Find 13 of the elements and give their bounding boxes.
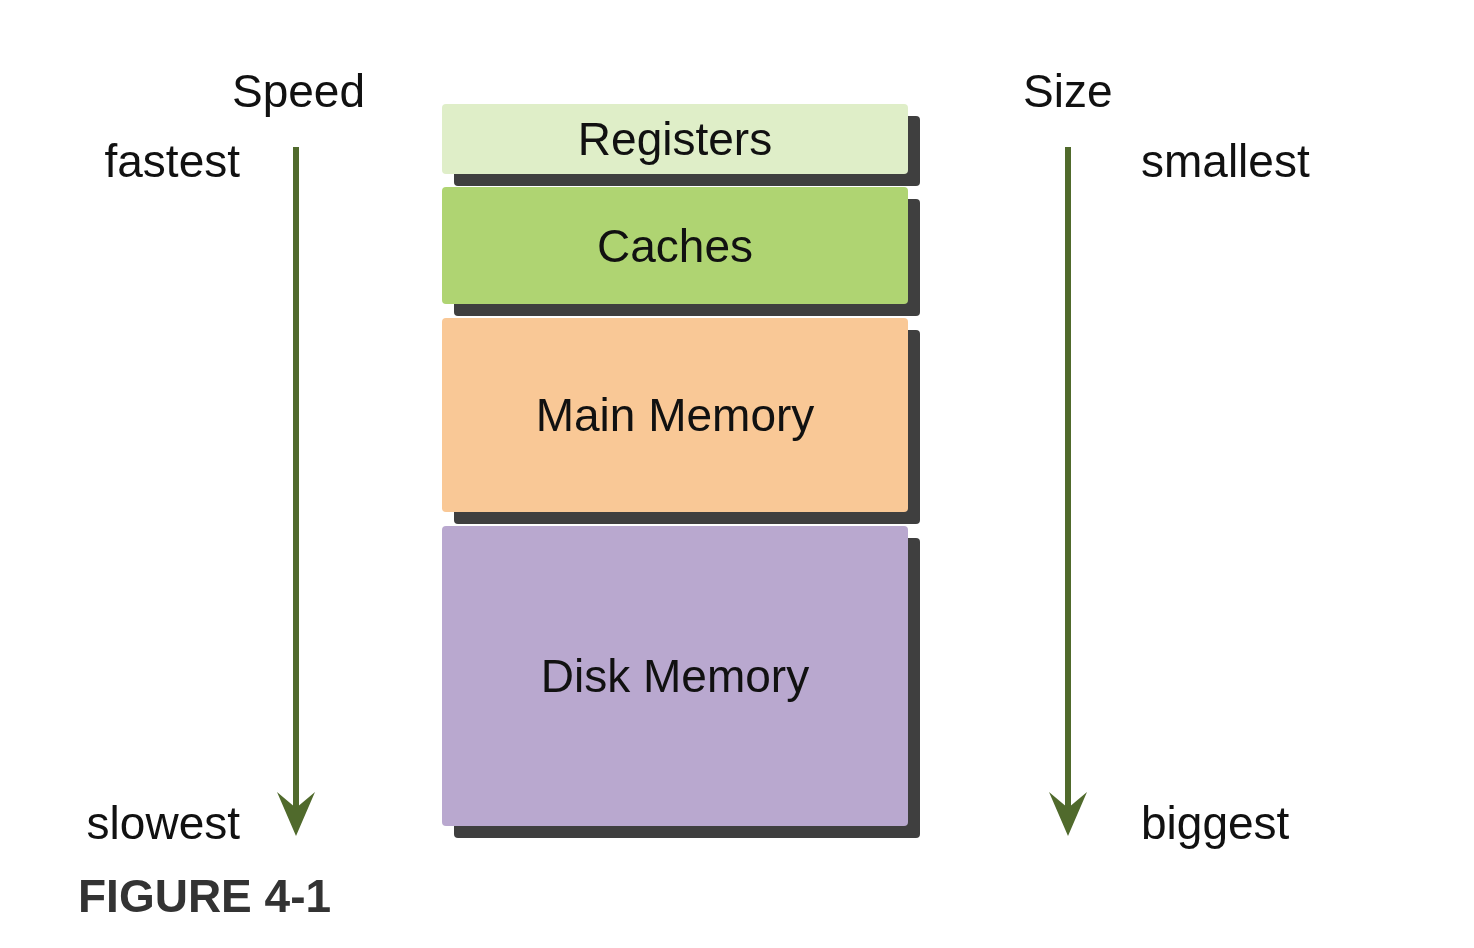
level-label: Main Memory xyxy=(535,388,815,442)
memory-level-box xyxy=(442,187,920,316)
level-label: Registers xyxy=(577,112,773,166)
axis-title: Size xyxy=(1023,68,1113,114)
level-label: Disk Memory xyxy=(540,649,810,703)
scale-end-label: fastest xyxy=(104,138,240,184)
memory-level-box xyxy=(442,104,920,186)
scale-end-label: slowest xyxy=(86,800,240,846)
memory-level-box xyxy=(442,318,920,524)
figure-caption: FIGURE 4-1 xyxy=(78,873,332,919)
level-label: Caches xyxy=(597,218,753,273)
memory-level-box xyxy=(442,526,920,838)
scale-end-label: smallest xyxy=(1141,138,1310,184)
